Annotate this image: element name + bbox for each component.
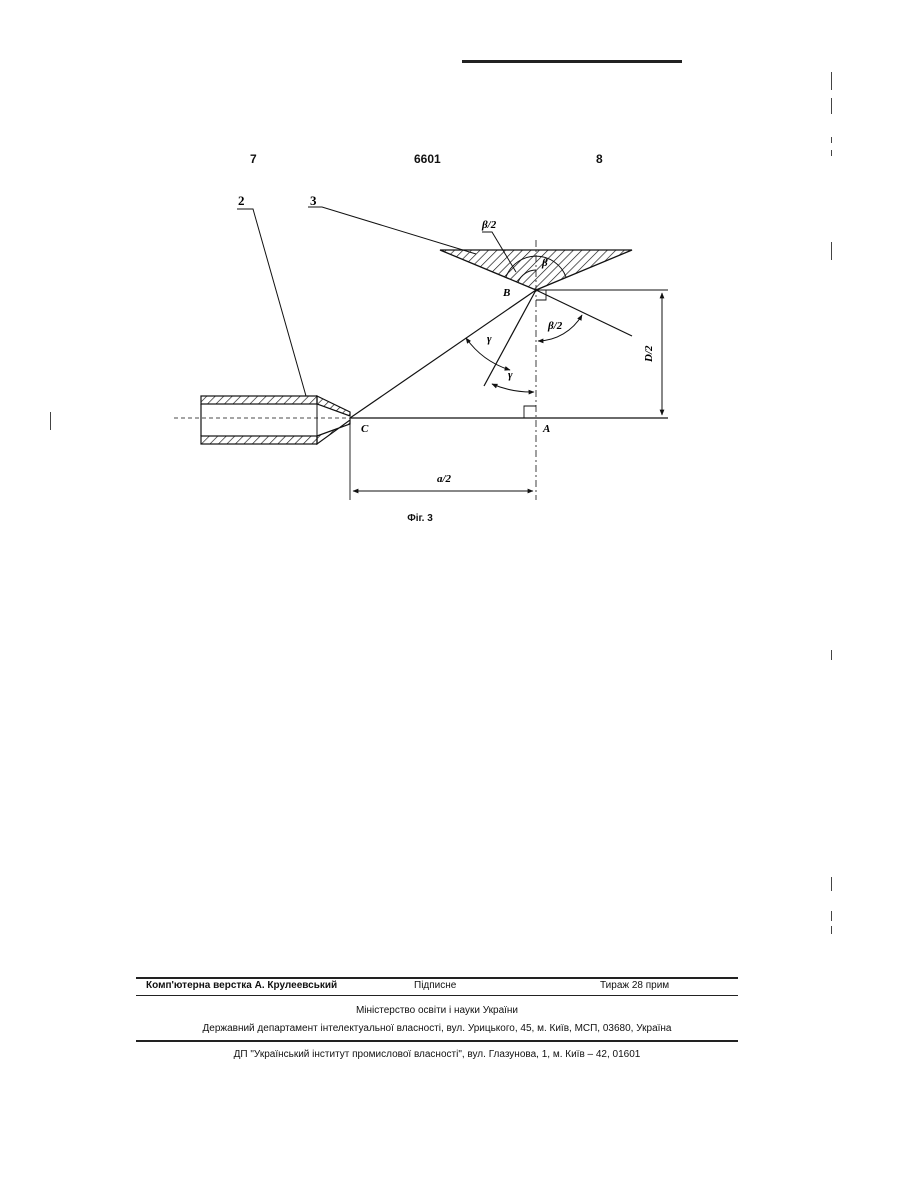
label-point-a: A — [542, 423, 550, 435]
figure-drawing: 2 3 β/2 β B γ γ β/2 C A D/2 a/2 — [0, 0, 900, 560]
ministry-line: Міністерство освіти і науки України — [136, 1005, 738, 1016]
nozzle — [201, 396, 350, 444]
layout-credit: Комп'ютерна верстка А. Крулеевський — [146, 980, 337, 991]
ray-cb — [350, 290, 536, 418]
leader-2 — [237, 209, 306, 396]
footer-mid-rule — [136, 995, 738, 996]
print-run: Тираж 28 прим — [600, 980, 669, 991]
scan-mark — [831, 877, 832, 891]
label-half-beta-right: β/2 — [547, 320, 563, 332]
label-point-b: B — [502, 287, 510, 299]
scan-mark — [831, 926, 832, 934]
department-line: Державний департамент інтелектуальної вл… — [136, 1023, 738, 1034]
callout-3: 3 — [310, 193, 317, 208]
footer-bottom-rule — [136, 1040, 738, 1042]
institute-line: ДП "Український інститут промислової вла… — [136, 1049, 738, 1060]
figure-caption: Фіг. 3 — [400, 513, 440, 524]
label-point-c: C — [361, 423, 369, 435]
label-gamma-2: γ — [508, 369, 513, 381]
leader-3 — [308, 207, 476, 254]
gamma-arc-2 — [492, 384, 534, 392]
label-gamma-1: γ — [487, 333, 492, 345]
label-half-beta-top: β/2 — [481, 219, 497, 231]
label-half-d: D/2 — [643, 345, 655, 363]
label-half-a: a/2 — [437, 473, 452, 485]
callout-2: 2 — [238, 193, 245, 208]
scan-mark — [831, 911, 832, 921]
footer-top-rule — [136, 977, 738, 979]
right-angle-b — [536, 290, 546, 300]
right-angle-a — [524, 406, 536, 418]
scan-mark — [831, 650, 832, 660]
subscription-label: Підписне — [414, 980, 456, 991]
label-beta: β — [541, 257, 548, 269]
